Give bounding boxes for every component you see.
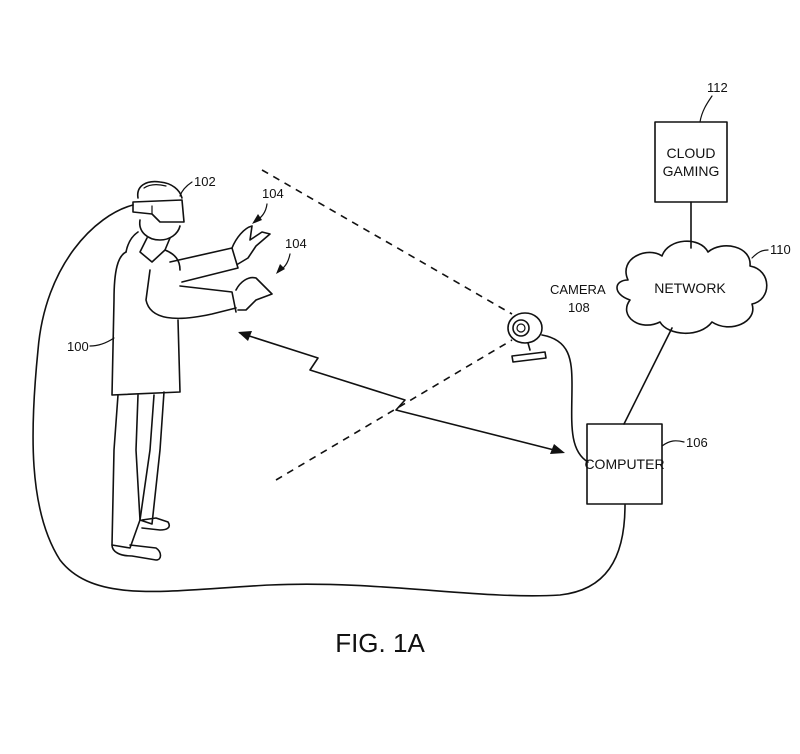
network-label: NETWORK (654, 280, 726, 296)
camera-label: CAMERA (550, 282, 606, 297)
computer-ref-label: 106 (686, 435, 708, 450)
hand-upper (231, 225, 271, 265)
computer-network-link (623, 327, 673, 425)
hmd-headset (132, 199, 185, 223)
network-cloud (616, 240, 768, 334)
hand-upper-ref-label: 104 (262, 186, 284, 201)
camera-fov-lower (275, 339, 513, 481)
user-leader (89, 337, 115, 347)
hmd-cable (32, 204, 626, 597)
cloud-gaming-label-line1: CLOUD (666, 145, 715, 161)
hmd-ref-label: 102 (194, 174, 216, 189)
hand-lower-ref-label: 104 (285, 236, 307, 251)
computer-label: COMPUTER (584, 456, 664, 472)
computer-leader (661, 440, 685, 447)
camera-fov-upper (261, 169, 513, 315)
user-ref-label: 100 (67, 339, 89, 354)
cloud-gaming-ref-label: 112 (707, 80, 728, 95)
cloud-gaming-label-line2: GAMING (663, 163, 720, 179)
camera-ref-label: 108 (568, 300, 590, 315)
cloud-gaming-box (654, 121, 728, 203)
network-leader (751, 249, 769, 259)
camera (507, 312, 589, 463)
figure-caption: FIG. 1A (335, 628, 425, 658)
user-figure (111, 180, 273, 561)
hmd-leader (179, 181, 193, 197)
network-ref-label: 110 (770, 242, 791, 257)
hand-lower-arrowhead (276, 264, 285, 274)
hand-lower (235, 276, 273, 311)
cloud-gaming-leader (699, 95, 713, 123)
hand-upper-arrowhead (252, 214, 262, 224)
wireless-link (238, 331, 565, 454)
